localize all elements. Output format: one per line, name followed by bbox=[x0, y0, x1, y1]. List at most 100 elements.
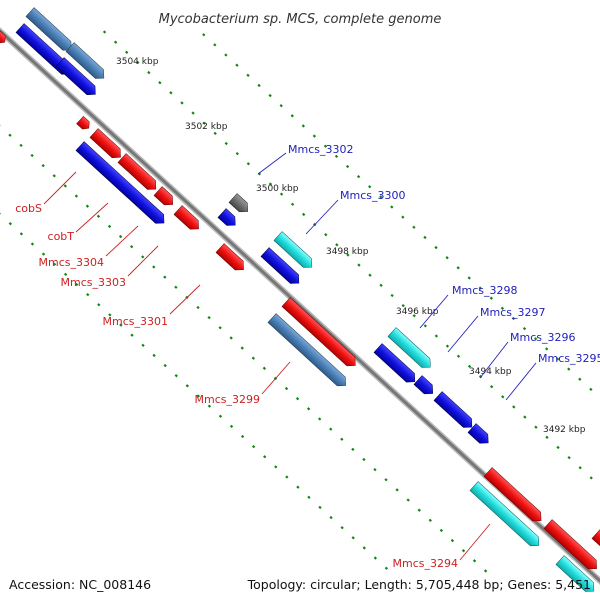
gene-rna[interactable] bbox=[555, 555, 598, 596]
gene-reverse[interactable] bbox=[260, 247, 303, 288]
tick-mark bbox=[379, 283, 383, 287]
tick-mark bbox=[207, 404, 212, 408]
gene-rna[interactable] bbox=[387, 327, 434, 372]
tick-mark bbox=[472, 559, 477, 563]
tick-mark bbox=[147, 70, 151, 75]
tick-mark bbox=[74, 194, 79, 198]
tick-mark bbox=[334, 154, 339, 159]
gene-forward[interactable] bbox=[153, 186, 177, 209]
tick-mark bbox=[262, 366, 267, 370]
tick-mark bbox=[456, 354, 461, 358]
tick-mark bbox=[318, 417, 322, 421]
gene-reverse[interactable] bbox=[55, 57, 99, 99]
tick-mark bbox=[213, 43, 217, 47]
tick-mark bbox=[373, 556, 377, 560]
tick-mark bbox=[312, 134, 317, 138]
kbp-label: 3492 kbp bbox=[543, 425, 586, 435]
gene-label: Mmcs_3304 bbox=[39, 256, 104, 269]
tick-mark bbox=[85, 204, 90, 208]
gene-label: Mmcs_3296 bbox=[510, 331, 575, 344]
tick-mark bbox=[589, 387, 593, 392]
tick-mark bbox=[196, 305, 200, 310]
tick-mark bbox=[578, 466, 582, 470]
gene-reverse[interactable] bbox=[373, 343, 419, 387]
kbp-label: 3502 kbp bbox=[185, 122, 228, 132]
gene-steelblue[interactable] bbox=[267, 313, 350, 390]
gene-reverse[interactable] bbox=[467, 423, 492, 448]
gene-reverse[interactable] bbox=[75, 141, 168, 228]
tick-mark bbox=[207, 315, 211, 320]
tick-mark bbox=[467, 276, 471, 280]
gene-forward[interactable] bbox=[76, 115, 93, 131]
gene-forward[interactable] bbox=[483, 467, 545, 525]
tick-mark bbox=[240, 346, 244, 350]
tick-mark bbox=[125, 50, 129, 54]
tick-mark bbox=[279, 192, 284, 196]
gene-forward[interactable] bbox=[591, 529, 600, 556]
tick-mark bbox=[450, 538, 455, 543]
gene-label: Mmcs_3303 bbox=[61, 276, 126, 289]
gene-label: Mmcs_3301 bbox=[103, 315, 168, 328]
tick-mark bbox=[362, 457, 366, 462]
gene-reverse[interactable] bbox=[413, 375, 437, 398]
tick-mark bbox=[490, 385, 494, 389]
tick-mark bbox=[379, 195, 383, 199]
gene-forward[interactable] bbox=[281, 297, 359, 370]
tick-mark bbox=[335, 243, 339, 247]
tick-mark bbox=[113, 40, 118, 44]
tick-mark bbox=[180, 101, 184, 105]
gene-rna[interactable] bbox=[469, 481, 543, 550]
gene-label: Mmcs_3300 bbox=[340, 189, 405, 202]
gene-steelblue[interactable] bbox=[65, 42, 108, 83]
gene-forward[interactable] bbox=[215, 243, 248, 274]
gene-label: Mmcs_3294 bbox=[393, 557, 458, 570]
tick-mark bbox=[235, 151, 239, 156]
tick-mark bbox=[356, 174, 361, 179]
tick-mark bbox=[41, 252, 46, 256]
tick-mark bbox=[108, 313, 112, 317]
tick-mark bbox=[152, 265, 156, 269]
leader-lines bbox=[43, 152, 537, 561]
tick-mark bbox=[567, 455, 571, 460]
tick-mark bbox=[533, 337, 538, 341]
tick-mark bbox=[196, 394, 201, 398]
gene-forward[interactable] bbox=[543, 519, 600, 573]
gene-label: Mmcs_3295 bbox=[538, 352, 600, 365]
gene-labels: Mmcs_3302 Mmcs_3300 Mmcs_3298 Mmcs_3297 … bbox=[15, 143, 600, 570]
tick-mark bbox=[202, 121, 206, 125]
gene-forward[interactable] bbox=[0, 29, 8, 45]
gene-grey[interactable] bbox=[228, 193, 252, 216]
tick-mark bbox=[445, 344, 450, 348]
tick-mark bbox=[274, 465, 278, 469]
tick-mark bbox=[323, 144, 328, 148]
tick-mark bbox=[384, 478, 388, 482]
tick-mark bbox=[285, 475, 289, 479]
gene-reverse[interactable] bbox=[433, 391, 476, 432]
tick-mark bbox=[567, 367, 571, 371]
gene-reverse[interactable] bbox=[217, 208, 239, 230]
tick-mark bbox=[86, 292, 90, 297]
tick-mark bbox=[489, 296, 494, 300]
tick-mark bbox=[279, 104, 283, 108]
tick-mark bbox=[395, 488, 399, 492]
tick-mark bbox=[406, 498, 410, 502]
tick-mark bbox=[8, 133, 12, 137]
tick-mark bbox=[8, 222, 12, 226]
tick-mark bbox=[284, 386, 289, 391]
tick-mark bbox=[63, 184, 67, 188]
gene-forward[interactable] bbox=[89, 128, 125, 162]
tick-mark bbox=[556, 445, 560, 450]
gene-rna[interactable] bbox=[273, 231, 316, 272]
tick-mark bbox=[185, 384, 189, 388]
gene-forward[interactable] bbox=[173, 205, 203, 234]
tick-mark bbox=[129, 245, 134, 249]
gene-forward[interactable] bbox=[117, 153, 160, 194]
tick-mark bbox=[118, 234, 123, 239]
tick-mark bbox=[434, 334, 439, 338]
tick-mark bbox=[368, 273, 372, 277]
tick-mark bbox=[63, 272, 68, 277]
tick-mark bbox=[295, 397, 300, 401]
tick-mark bbox=[251, 444, 256, 449]
tick-mark bbox=[191, 111, 195, 115]
